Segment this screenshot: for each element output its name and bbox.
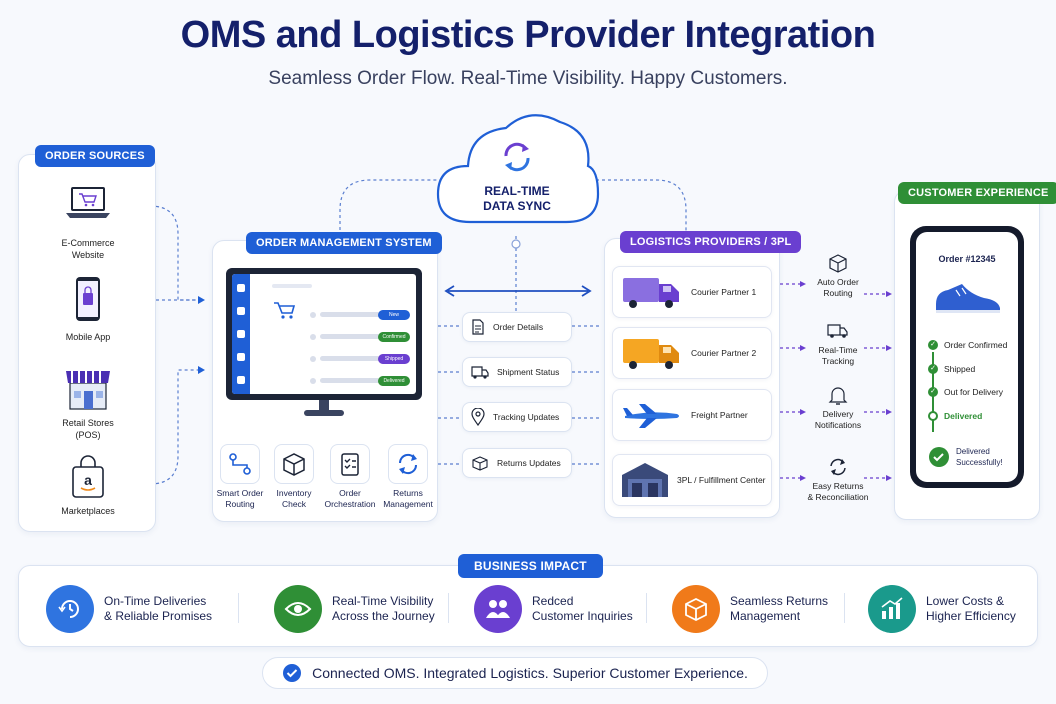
phone-screen: Order #12345 ✓Order Confirmed ✓Shipped ✓… [916,232,1018,482]
status-confirmed-badge: Confirmed [378,332,410,342]
truck-icon [471,366,489,379]
exchange-order-details[interactable]: Order Details [462,312,572,342]
provider-courier-partner-2[interactable]: Courier Partner 2 [612,327,772,379]
source-retail-pos[interactable]: Retail Stores (POS) [19,365,157,441]
customer-experience-title: CUSTOMER EXPERIENCE [898,182,1056,204]
oms-dashboard-screen: New Confirmed Shipped Delivered [232,274,416,394]
source-ecommerce[interactable]: E-Commerce Website [19,185,157,261]
checklist-icon [330,444,370,484]
delivered-success: Delivered Successfully! [928,446,1003,468]
outcome-delivery-notifications: Delivery Notifications [798,384,878,431]
provider-3pl-fulfillment[interactable]: 3PL / Fulfillment Center [612,454,772,506]
source-label: E-Commerce Website [61,238,115,260]
provider-courier-partner-1[interactable]: Courier Partner 1 [612,266,772,318]
source-label: Mobile App [65,332,111,342]
sync-icon [498,138,536,181]
impact-seamless-returns: Seamless Returns Management [672,584,828,634]
logistics-title: LOGISTICS PROVIDERS / 3PL [620,231,802,253]
purple-truck-icon [619,272,685,312]
outcome-real-time-tracking: Real-Time Tracking [798,320,878,367]
source-label: Marketplaces [61,506,115,516]
timeline-shipped: ✓Shipped [928,364,975,374]
cloud-label-line1: REAL-TIME [484,184,550,198]
page-title: OMS and Logistics Provider Integration [180,14,876,56]
oms-title: ORDER MANAGEMENT SYSTEM [246,232,442,254]
orange-truck-icon [619,333,685,373]
exchange-returns-updates[interactable]: Returns Updates [462,448,572,478]
box-icon [274,444,314,484]
mobile-bag-icon [76,277,100,321]
feature-returns-management[interactable]: Returns Management [380,444,436,510]
return-box-icon [472,456,488,471]
impact-on-time-deliveries: On-Time Deliveries & Reliable Promises [46,584,212,634]
airplane-icon [619,395,685,435]
business-impact-title: BUSINESS IMPACT [458,554,603,578]
source-marketplaces[interactable]: a Marketplaces [19,455,157,517]
order-sources-panel: ORDER SOURCES E-Commerce Website Mobile … [18,145,157,532]
check-circle-icon [283,664,302,682]
chart-up-icon [868,585,916,633]
warehouse-icon [619,460,671,500]
feature-order-orchestration[interactable]: Order Orchestration [322,444,378,510]
customer-phone: Order #12345 ✓Order Confirmed ✓Shipped ✓… [910,226,1024,488]
cloud-label-line2: DATA SYNC [483,199,551,213]
status-new-badge: New [378,310,410,320]
refresh-icon [798,456,878,478]
exchange-shipment-status[interactable]: Shipment Status [462,357,572,387]
outcome-auto-order-routing: Auto Order Routing [798,252,878,299]
impact-reduced-inquiries: Redced Customer Inquiries [474,584,633,634]
outcome-easy-returns: Easy Returns & Reconciliation [798,456,878,503]
impact-lower-costs: Lower Costs & Higher Efficiency [868,584,1016,634]
svg-text:a: a [84,472,92,488]
realtime-sync-cloud: REAL-TIME DATA SYNC [432,104,602,232]
feature-smart-order-routing[interactable]: Smart Order Routing [212,444,268,510]
exchange-tracking-updates[interactable]: Tracking Updates [462,402,572,432]
feature-inventory-check[interactable]: Inventory Check [266,444,322,510]
users-icon [474,585,522,633]
marketplace-bag-icon: a [72,455,104,498]
laptop-cart-icon [66,187,110,218]
check-circle-icon [929,447,949,467]
page-subtitle: Seamless Order Flow. Real-Time Visibilit… [268,68,788,89]
impact-real-time-visibility: Real-Time Visibility Across the Journey [274,584,435,634]
sneaker-icon [932,280,1004,321]
status-shipped-badge: Shipped [378,354,410,364]
order-sources-title: ORDER SOURCES [35,145,155,167]
package-icon [798,252,878,274]
footer-text: Connected OMS. Integrated Logistics. Sup… [312,665,748,681]
status-delivered-badge: Delivered [378,376,410,386]
footer-banner: Connected OMS. Integrated Logistics. Sup… [262,657,768,689]
monitor-stand [304,400,344,418]
returns-icon [388,444,428,484]
routing-icon [220,444,260,484]
cart-icon [272,300,296,325]
provider-freight-partner[interactable]: Freight Partner [612,389,772,441]
timeline-out-for-delivery: ✓Out for Delivery [928,387,1003,397]
bell-icon [798,384,878,406]
clock-check-icon [46,585,94,633]
eye-icon [274,585,322,633]
oms-monitor: New Confirmed Shipped Delivered [226,268,422,400]
timeline-delivered: Delivered [928,411,982,421]
source-label: Retail Stores (POS) [62,418,114,440]
document-icon [472,319,484,335]
box-return-icon [672,585,720,633]
source-mobile-app[interactable]: Mobile App [19,275,157,343]
timeline-order-confirmed: ✓Order Confirmed [928,340,1007,350]
order-number: Order #12345 [938,254,996,264]
truck-small-icon [798,320,878,342]
store-icon [66,371,110,410]
location-pin-icon [471,408,485,426]
